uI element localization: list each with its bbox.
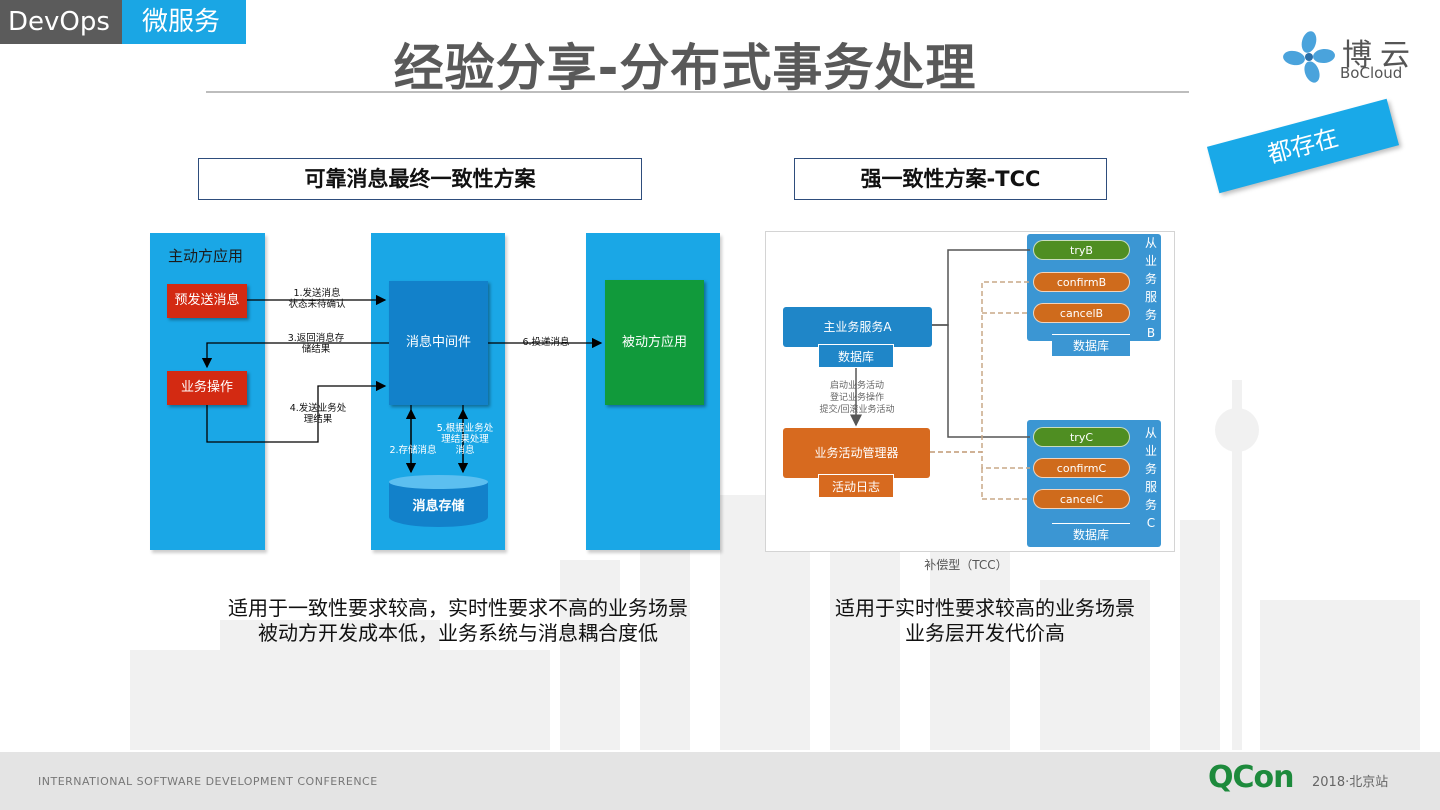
service-b-vertical-label: 从业务服务B [1144, 236, 1157, 340]
step4-note: 4.发送业务处理结果 [289, 403, 347, 425]
main-database-box: 数据库 [818, 344, 894, 368]
right-desc-line2: 业务层开发代价高 [905, 621, 1065, 645]
left-scheme-title: 可靠消息最终一致性方案 [198, 158, 642, 200]
message-store-label: 消息存储 [412, 499, 465, 514]
right-desc-line1: 适用于实时性要求较高的业务场景 [835, 596, 1135, 620]
service-c-vertical-label: 从业务服务C [1144, 426, 1157, 530]
bocloud-logo: 博云 BoCloud [1282, 30, 1422, 86]
logo-chinese-name: 博云 [1342, 38, 1418, 73]
service-c-database: 数据库 [1052, 523, 1130, 545]
activity-flow-note: 启动业务活动登记业务操作提交/回滚业务活动 [819, 381, 895, 415]
qcon-logo: QCon [1208, 760, 1294, 795]
left-desc-line1: 适用于一致性要求较高，实时性要求不高的业务场景 [228, 596, 688, 620]
pre-send-message-box: 预发送消息 [167, 284, 247, 318]
flower-logo-icon [1283, 31, 1335, 83]
cancel-c-pill: cancelC [1033, 489, 1130, 509]
cancel-b-pill: cancelB [1033, 303, 1130, 323]
active-app-label: 主动方应用 [168, 247, 244, 265]
step2-note: 2.存储消息 [389, 445, 437, 456]
left-scheme-description: 适用于一致性要求较高，实时性要求不高的业务场景 被动方开发成本低，业务系统与消息… [190, 596, 726, 646]
try-c-pill: tryC [1033, 427, 1130, 447]
right-scheme-description: 适用于实时性要求较高的业务场景 业务层开发代价高 [800, 596, 1170, 646]
page-title: 经验分享-分布式事务处理 [393, 39, 977, 97]
right-scheme-title: 强一致性方案-TCC [794, 158, 1107, 200]
message-middleware-box: 消息中间件 [389, 281, 488, 405]
confirm-b-pill: confirmB [1033, 272, 1130, 292]
step1-note: 1.发送消息状态未待确认 [288, 288, 346, 310]
step5-note: 5.根据业务处理结果处理消息 [436, 423, 494, 456]
conference-name: INTERNATIONAL SOFTWARE DEVELOPMENT CONFE… [38, 775, 378, 788]
main-service-box: 主业务服务A [783, 307, 932, 347]
passive-app-box: 被动方应用 [605, 280, 704, 405]
step6-note: 6.投递消息 [522, 337, 570, 348]
activity-manager-box: 业务活动管理器 [783, 428, 930, 478]
left-desc-line2: 被动方开发成本低，业务系统与消息耦合度低 [258, 621, 658, 645]
footer-bar [0, 752, 1440, 810]
message-store-cylinder: 消息存储 [389, 475, 488, 527]
title-divider [206, 91, 1189, 93]
logo-english-name: BoCloud [1340, 64, 1403, 82]
service-b-database: 数据库 [1052, 334, 1130, 356]
devops-tag: DevOps [0, 0, 122, 44]
tcc-caption: 补偿型（TCC） [924, 558, 1008, 572]
activity-log-box: 活动日志 [818, 474, 894, 498]
business-operation-box: 业务操作 [167, 371, 247, 405]
event-label: 2018·北京站 [1312, 775, 1389, 790]
try-b-pill: tryB [1033, 240, 1130, 260]
microservice-tag: 微服务 [122, 0, 246, 44]
confirm-c-pill: confirmC [1033, 458, 1130, 478]
step3-note: 3.返回消息存储结果 [287, 333, 345, 355]
